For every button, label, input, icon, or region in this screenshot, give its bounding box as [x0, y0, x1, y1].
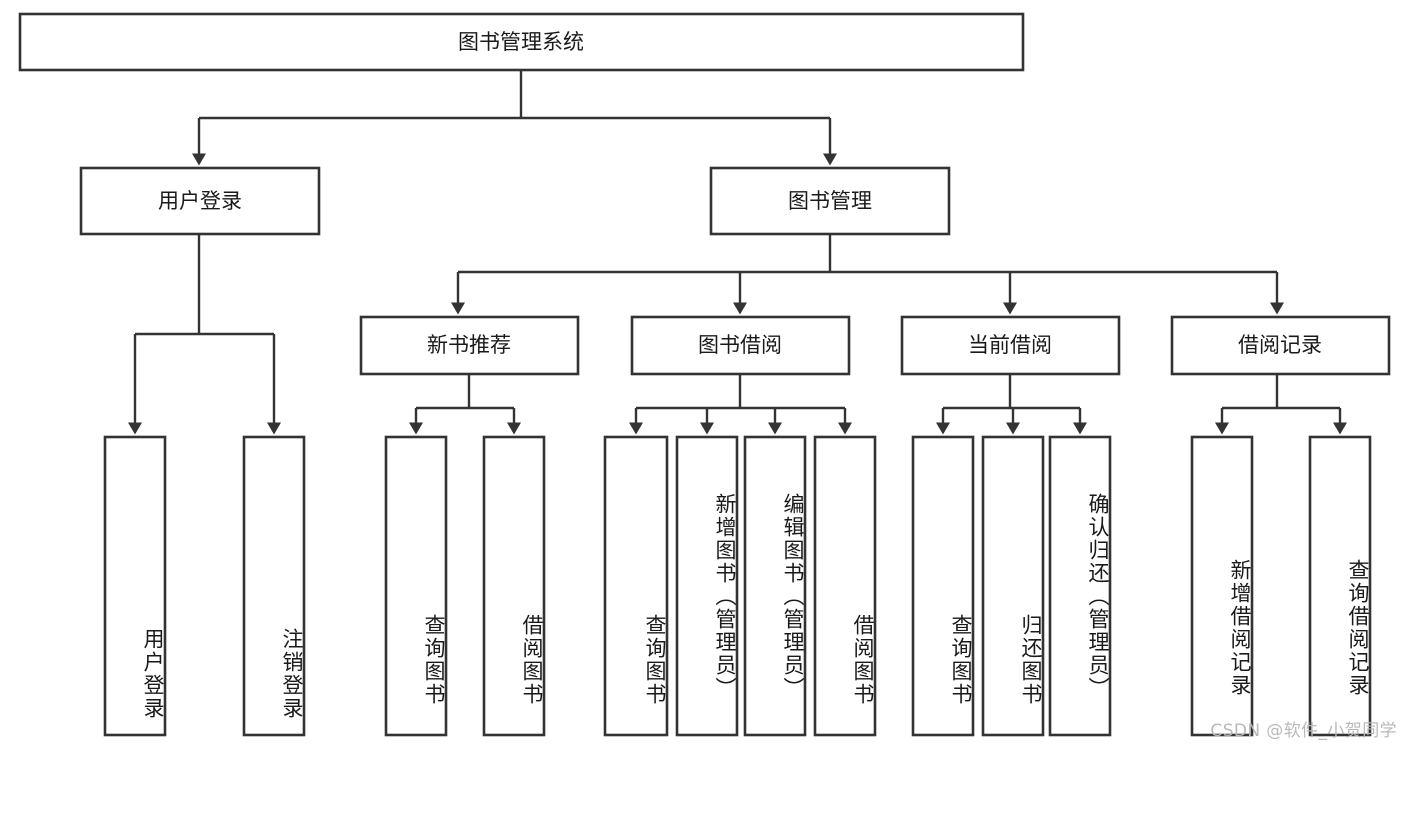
leaf-label-confirm-return-admin: 确认归还（管理员）: [1086, 492, 1110, 700]
connector-userlogin-to-leaves: [128, 234, 281, 435]
leaf-label-borrow-book-new: 借阅图书: [520, 614, 544, 706]
leaf-box-query-book-new[interactable]: [384, 435, 448, 737]
leaf-box-confirm-return-admin[interactable]: [1048, 435, 1112, 737]
node-current-borrow-label: 当前借阅: [968, 333, 1052, 357]
leaf-box-return-book[interactable]: [981, 435, 1045, 737]
leaf-box-borrow-book-new[interactable]: [482, 435, 546, 737]
leaf-label-query-book-new: 查询图书: [422, 614, 446, 706]
leaf-box-add-borrow-record[interactable]: [1190, 435, 1254, 737]
node-new-book-recommend[interactable]: [359, 315, 580, 376]
connector-newbook-to-leaves: [409, 374, 521, 435]
flowchart-canvas: 图书管理系统 用户登录 图书管理 新书推荐 图书借阅 当前借阅 借阅记录 用户登…: [18, 12, 1397, 741]
leaf-box-add-book-admin[interactable]: [675, 435, 739, 737]
node-current-borrow[interactable]: [900, 315, 1121, 376]
leaf-box-query-book-current[interactable]: [911, 435, 975, 737]
leaf-label-edit-book-admin: 编辑图书（管理员）: [781, 492, 805, 700]
node-book-management-label: 图书管理: [788, 189, 872, 213]
leaf-label-query-borrow-record: 查询借阅记录: [1346, 559, 1370, 697]
connector-records-to-leaves: [1215, 374, 1347, 435]
node-user-login-label: 用户登录: [158, 189, 242, 213]
leaf-box-query-borrow-record[interactable]: [1308, 435, 1372, 737]
leaf-box-logout[interactable]: [242, 435, 306, 737]
node-user-login[interactable]: [79, 166, 321, 236]
leaf-box-query-book-borrow[interactable]: [603, 435, 669, 737]
node-borrow-records[interactable]: [1170, 315, 1391, 376]
connector-borrow-to-leaves: [629, 374, 852, 435]
leaf-label-borrow-book: 借阅图书: [851, 614, 875, 706]
leaf-label-user-login: 用户登录: [141, 628, 165, 720]
node-root[interactable]: [18, 12, 1025, 72]
node-book-management[interactable]: [709, 166, 951, 236]
node-book-borrow-label: 图书借阅: [698, 333, 782, 357]
node-root-label: 图书管理系统: [458, 30, 584, 54]
leaf-label-query-book-current: 查询图书: [949, 614, 973, 706]
leaf-box-user-login[interactable]: [103, 435, 167, 737]
flowchart-svg: 图书管理系统 用户登录 图书管理 新书推荐 图书借阅 当前借阅 借阅记录: [18, 12, 1391, 737]
node-new-book-recommend-label: 新书推荐: [427, 333, 511, 357]
node-book-borrow[interactable]: [630, 315, 851, 376]
connector-root-to-level2: [192, 70, 837, 166]
leaf-box-edit-book-admin[interactable]: [743, 435, 807, 737]
connector-current-to-leaves: [936, 374, 1087, 435]
leaf-box-borrow-book[interactable]: [813, 435, 877, 737]
csdn-watermark: CSDN @软件_小贺同学: [1210, 721, 1397, 741]
leaf-label-return-book: 归还图书: [1019, 614, 1043, 706]
leaf-label-add-borrow-record: 新增借阅记录: [1228, 559, 1252, 697]
leaf-label-query-book-borrow: 查询图书: [643, 614, 667, 706]
leaf-label-add-book-admin: 新增图书（管理员）: [713, 492, 737, 700]
node-borrow-records-label: 借阅记录: [1238, 333, 1322, 357]
leaf-label-logout: 注销登录: [280, 628, 304, 720]
connector-bookmgmt-to-level3: [451, 234, 1284, 315]
